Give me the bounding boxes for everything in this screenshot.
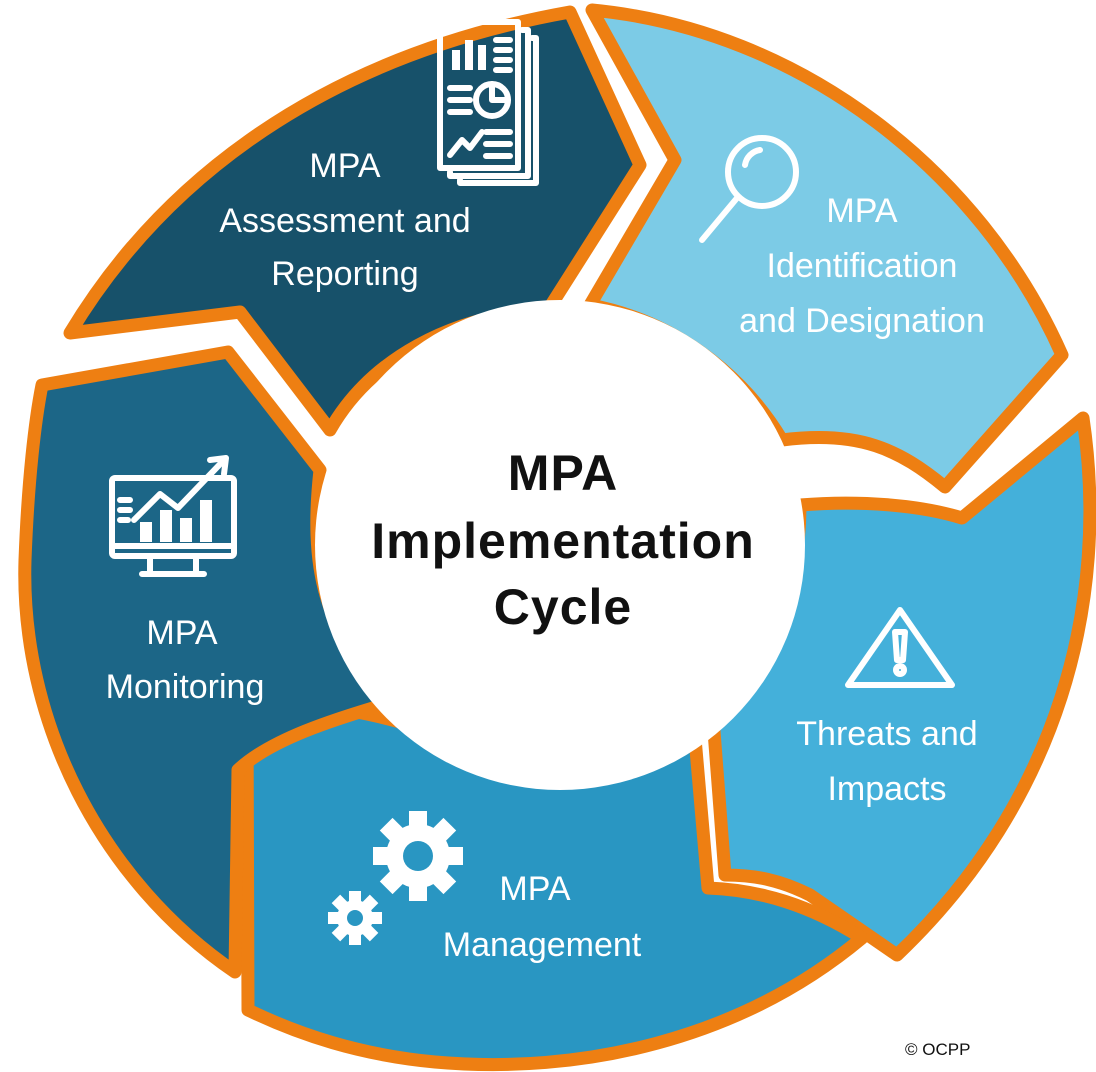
- monitoring-label-line-1: MPA: [146, 614, 217, 652]
- management-label-line-2: Management: [443, 926, 642, 964]
- assessment-label-line-2: Assessment and: [219, 202, 470, 240]
- center-circle: [315, 300, 805, 790]
- gears-icon: [328, 811, 463, 945]
- identification-label-line-2: Identification: [767, 247, 958, 285]
- threats-label-line-1: Threats and: [796, 715, 977, 753]
- management-label-line-1: MPA: [499, 870, 570, 908]
- center-title-line-2: Implementation: [371, 513, 754, 569]
- assessment-label-line-3: Reporting: [271, 255, 418, 293]
- monitoring-label-line-2: Monitoring: [106, 668, 265, 706]
- identification-label-line-1: MPA: [826, 192, 897, 230]
- warning-triangle-icon: [845, 607, 955, 688]
- threats-label-line-2: Impacts: [827, 770, 946, 808]
- report-document-icon: [437, 19, 539, 186]
- copyright-credit: © OCPP: [905, 1040, 971, 1059]
- monitor-chart-icon: [109, 455, 237, 577]
- magnifying-glass-icon: [699, 135, 799, 243]
- identification-label-line-3: and Designation: [739, 302, 985, 340]
- center-title-line-3: Cycle: [494, 579, 632, 635]
- center-title-line-1: MPA: [508, 445, 618, 501]
- assessment-label-line-1: MPA: [309, 147, 380, 185]
